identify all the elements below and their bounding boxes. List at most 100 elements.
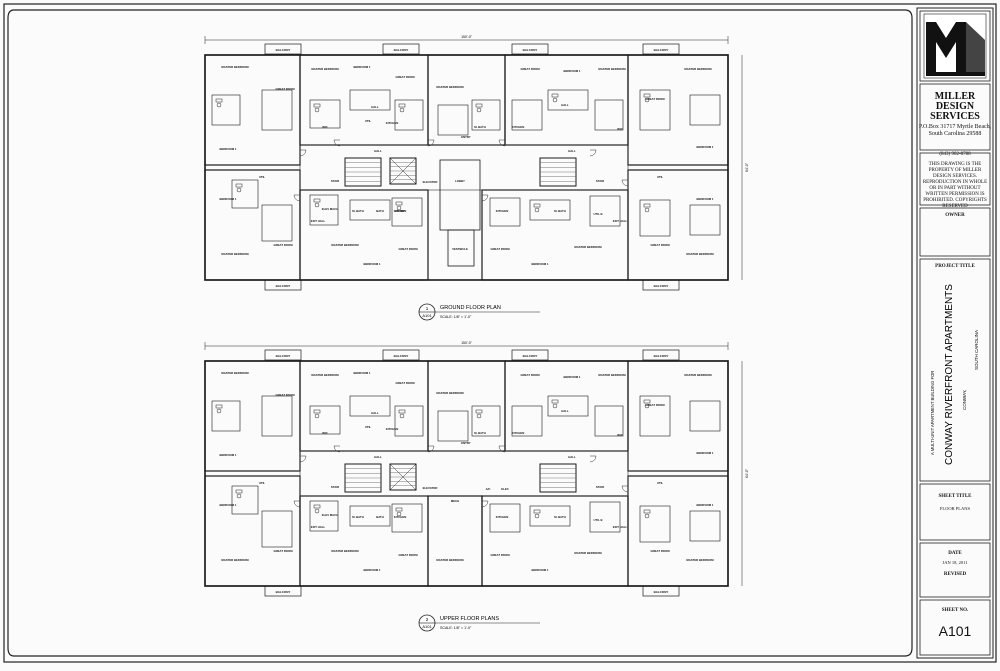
- room-label: HALL: [568, 149, 576, 153]
- room-label: BEDROOM 1: [220, 503, 237, 507]
- partition-wall: [437, 410, 469, 442]
- toilet-fixture: [216, 102, 222, 108]
- room-label: MECH: [451, 499, 459, 503]
- room-label: M. BATH: [474, 431, 485, 435]
- room-label: GREAT ROOM: [490, 247, 510, 251]
- room-label: MASTER BEDROOM: [684, 67, 712, 71]
- project-title-label: PROJECT TITLE: [935, 264, 975, 269]
- unit-wall: [204, 169, 301, 281]
- partition-wall: [689, 400, 721, 432]
- door-swing: [299, 455, 307, 463]
- room-label: EXIT HALL: [311, 525, 326, 529]
- unit-wall: [627, 54, 729, 166]
- balcony: [264, 349, 302, 361]
- room-label: GREAT ROOM: [395, 75, 415, 79]
- room-label: BEDROOM 1: [564, 69, 581, 73]
- partition-wall: [261, 395, 293, 437]
- unit-wall: [627, 475, 729, 587]
- sheet-number: A101: [938, 623, 972, 639]
- unit-wall: [299, 495, 429, 587]
- room-label: M. BATH: [554, 515, 565, 519]
- room-label: GREAT ROOM: [650, 243, 670, 247]
- ground-plan-sheet-ref: A101: [422, 313, 432, 318]
- owner-label: OWNER: [945, 213, 965, 218]
- toilet-fixture: [644, 403, 650, 409]
- firm-logo: [923, 13, 987, 79]
- partition-wall: [689, 510, 721, 542]
- room-label: GREAT ROOM: [398, 553, 418, 557]
- bath-fixture: [643, 93, 651, 98]
- toilet-fixture: [399, 413, 405, 419]
- door-swing: [621, 179, 629, 187]
- door-swing: [299, 149, 307, 157]
- toilet-fixture: [314, 202, 320, 208]
- partition-wall: [689, 204, 721, 236]
- toilet-fixture: [396, 511, 402, 517]
- room-label: BEDROOM 1: [697, 197, 714, 201]
- room-label: UTIL: [259, 175, 266, 179]
- toilet-fixture: [314, 413, 320, 419]
- room-label: HALL: [371, 411, 379, 415]
- toilet-fixture: [399, 107, 405, 113]
- room-label: MASTER BEDROOM: [436, 85, 464, 89]
- partition-wall: [211, 400, 241, 432]
- partition-wall: [529, 199, 571, 221]
- room-label: GREAT ROOM: [275, 393, 295, 397]
- room-label: MASTER BEDROOM: [221, 252, 249, 256]
- room-label: KITCHEN: [512, 431, 524, 435]
- room-label: ELEC: [501, 487, 508, 491]
- toilet-fixture: [534, 207, 540, 213]
- upper-plan-title: UPPER FLOOR PLANS: [440, 616, 499, 622]
- partition-wall: [349, 505, 391, 527]
- corridor: [299, 144, 629, 191]
- room-label: STAIR: [596, 485, 604, 489]
- door-swing: [498, 139, 506, 147]
- door-swing: [498, 445, 506, 453]
- project-state: SOUTH CAROLINA: [974, 330, 979, 370]
- revised-label: REVISED: [943, 572, 967, 577]
- partition-wall: [547, 395, 589, 417]
- partition-wall: [639, 199, 671, 237]
- partition-wall: [594, 99, 624, 131]
- partition-wall: [309, 99, 341, 129]
- ground-plan-scale: SCALE: 1/8" = 1'-0": [440, 315, 472, 319]
- door-swing: [427, 139, 435, 147]
- bath-fixture: [215, 98, 223, 103]
- room-label: BEDROOM 1: [364, 262, 381, 266]
- balcony-label: BALCONY: [654, 48, 669, 52]
- partition-wall: [231, 485, 259, 515]
- room-label: KITCHEN: [386, 121, 398, 125]
- door-swing: [621, 485, 629, 493]
- room-label: EXIT HALL: [311, 219, 326, 223]
- room-label: MASTER BEDROOM: [598, 373, 626, 377]
- room-label: BEDROOM 1: [354, 371, 371, 375]
- title-block: MILLER DESIGN SERVICES P.O.Box 31717 Myr…: [917, 6, 993, 658]
- room-label: MASTER BEDROOM: [221, 371, 249, 375]
- room-label: HALL: [374, 149, 382, 153]
- partition-wall: [261, 510, 293, 548]
- toilet-fixture: [644, 97, 650, 103]
- room-label: GREAT ROOM: [273, 549, 293, 553]
- room-label: BEDROOM 1: [697, 451, 714, 455]
- partition-wall: [349, 199, 391, 221]
- bath-fixture: [395, 201, 403, 206]
- partition-wall: [394, 405, 424, 437]
- room-label: UTIL: [657, 175, 664, 179]
- toilet-fixture: [216, 408, 222, 414]
- partition-wall: [391, 503, 423, 533]
- balcony: [382, 43, 420, 55]
- partition-wall: [394, 99, 424, 131]
- door-swing: [481, 194, 489, 202]
- bath-fixture: [235, 183, 243, 188]
- door-swing: [293, 194, 301, 202]
- bath-fixture: [313, 198, 321, 203]
- balcony-label: BALCONY: [394, 48, 409, 52]
- room-label: UTIL B: [594, 518, 603, 522]
- room-label: MASTER BEDROOM: [686, 558, 714, 562]
- partition-wall: [349, 395, 391, 417]
- toilet-fixture: [236, 187, 242, 193]
- balcony-label: BALCONY: [523, 48, 538, 52]
- vestibule-wall: [447, 229, 475, 267]
- bath-fixture: [313, 504, 321, 509]
- room-label: BATH: [376, 209, 384, 213]
